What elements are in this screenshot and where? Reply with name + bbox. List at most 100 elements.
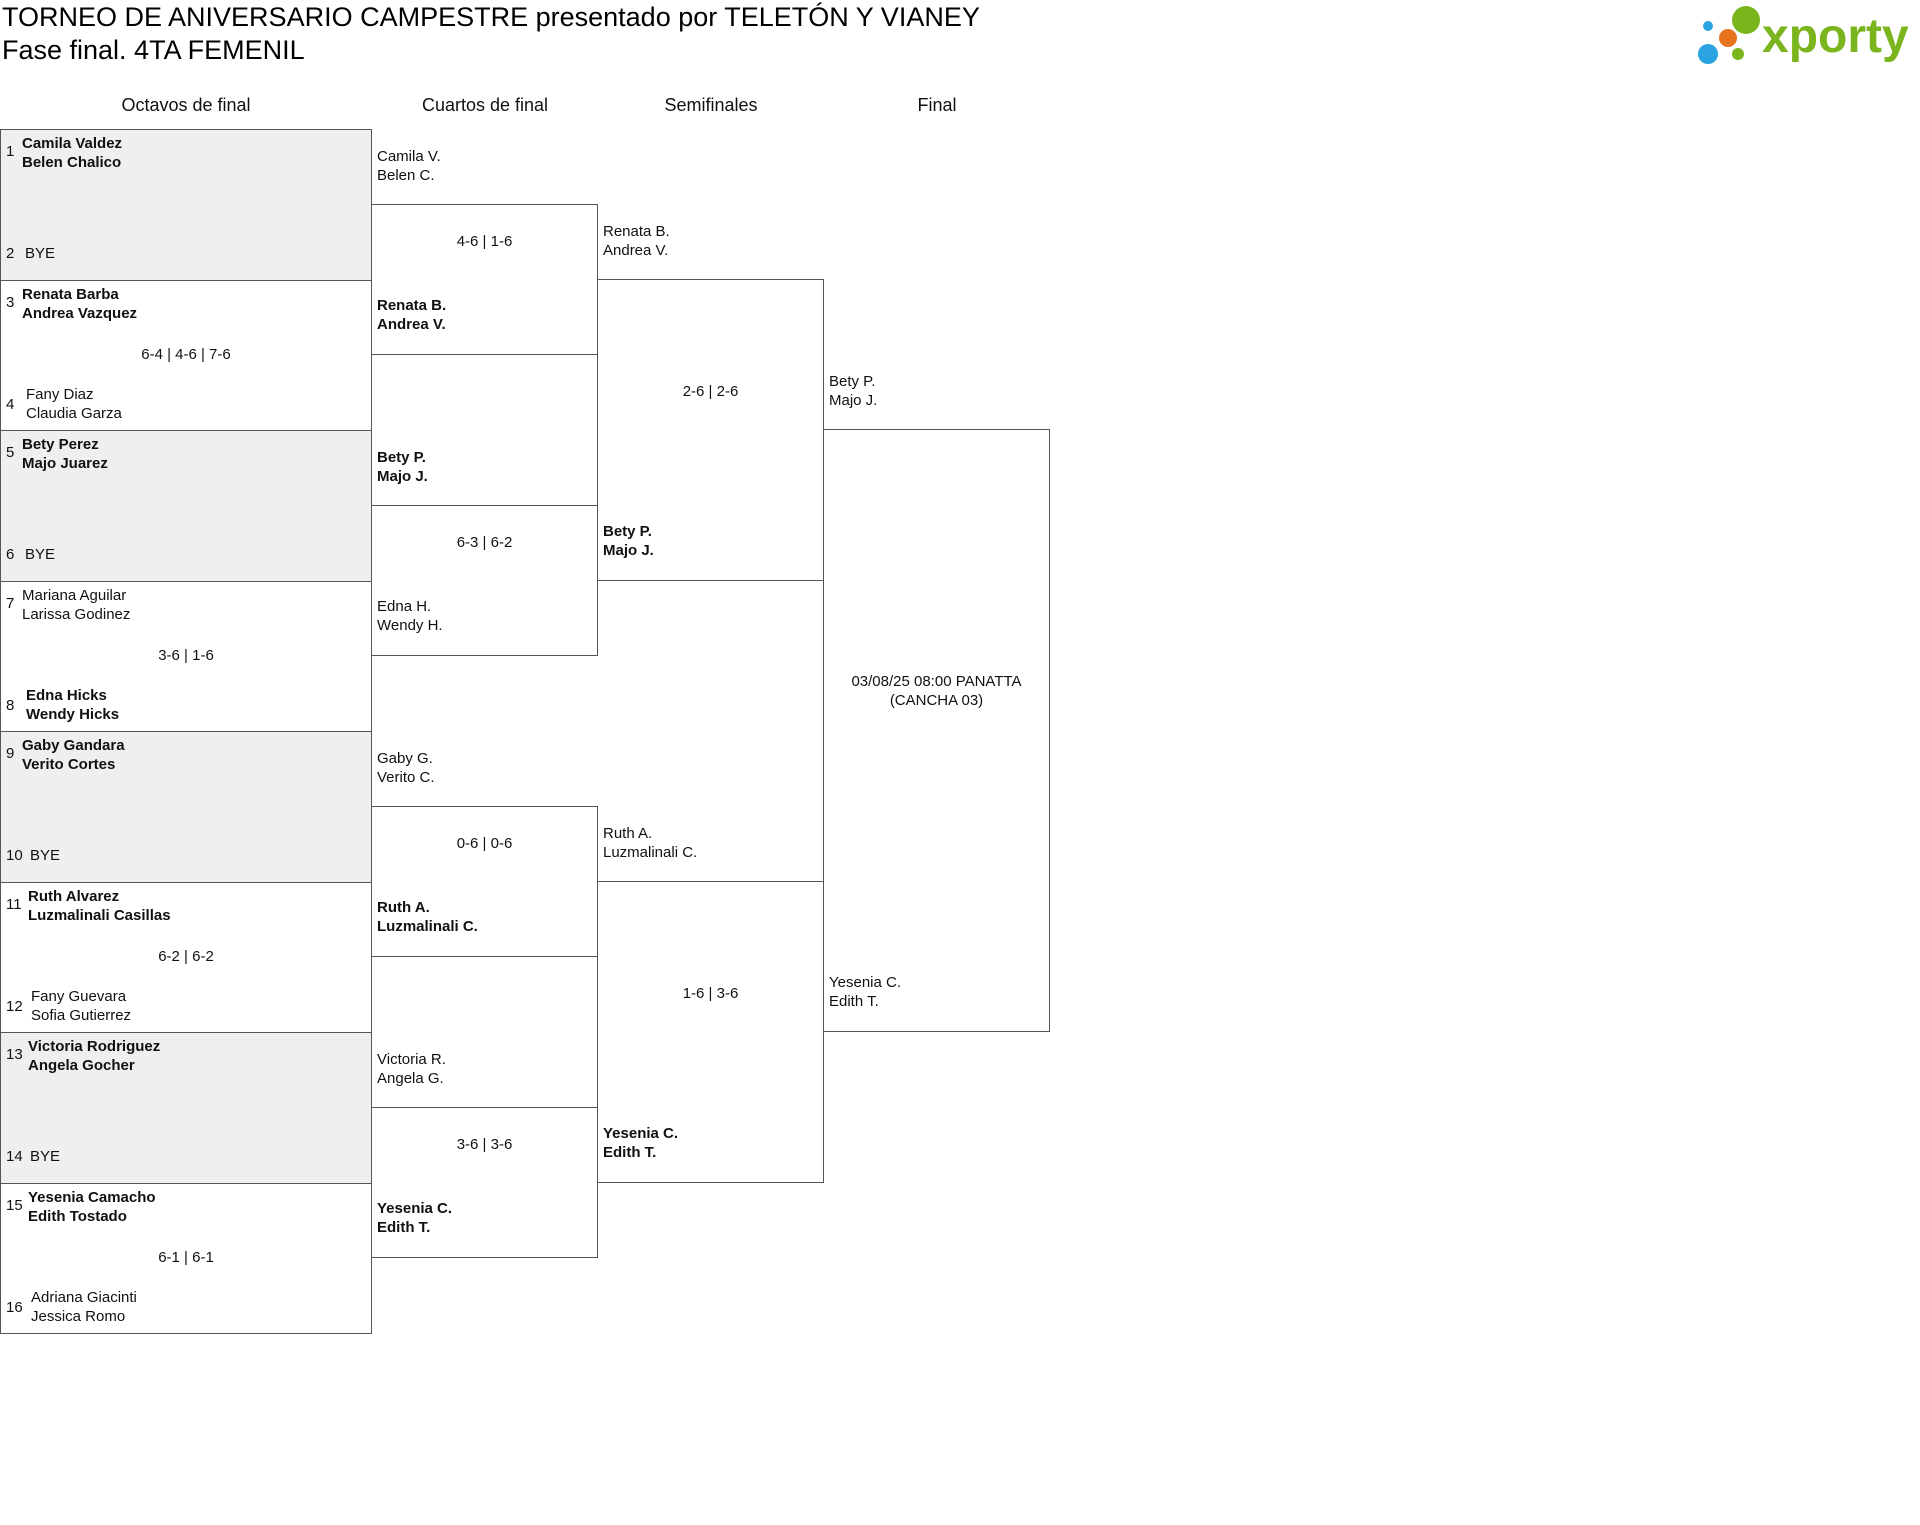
logo-dot-orange bbox=[1719, 29, 1737, 47]
octavos-team-a-player-1: Camila Valdez bbox=[22, 135, 123, 152]
octavos-team-a-player-2: Belen Chalico bbox=[22, 154, 122, 171]
seed-number: 4 bbox=[6, 395, 15, 413]
cuartos-team-b-player-1: Edna H. bbox=[377, 598, 432, 615]
match-score: 1-6 | 3-6 bbox=[682, 985, 739, 1002]
seed-number: 13 bbox=[6, 1046, 23, 1063]
final-match-box bbox=[823, 429, 1050, 1032]
semis-team-b: Bety P. Majo J. bbox=[603, 522, 654, 560]
logo-dot-blue-small bbox=[1703, 21, 1713, 31]
octavos-team-a-player-2: Majo Juarez bbox=[22, 455, 108, 472]
semis-team-a: Ruth A. Luzmalinali C. bbox=[603, 824, 697, 862]
octavos-match-box bbox=[0, 1182, 372, 1334]
match-score: 6-4 | 4-6 | 7-6 bbox=[141, 345, 231, 363]
cuartos-team-a: Bety P. Majo J. bbox=[377, 448, 428, 486]
semis-team-a-player-2: Andrea V. bbox=[603, 242, 669, 259]
phase-subtitle: Fase final. 4TA FEMENIL bbox=[2, 35, 305, 65]
octavos-team-a-player-2: Edith Tostado bbox=[28, 1207, 127, 1225]
semis-team-b-player-1: Bety P. bbox=[603, 523, 652, 540]
round-header-3: Semifinales bbox=[664, 95, 758, 115]
semis-team-a-player-1: Ruth A. bbox=[603, 825, 653, 842]
xporty-logo-mark: xporty bbox=[1698, 6, 1909, 64]
seed-number: 3 bbox=[6, 293, 15, 311]
semis-team-b-player-2: Majo J. bbox=[603, 542, 654, 559]
cuartos-team-b: Ruth A. Luzmalinali C. bbox=[377, 898, 478, 936]
octavos-match-box bbox=[0, 129, 372, 281]
octavos-team-a-player-2: Andrea Vazquez bbox=[22, 304, 138, 322]
cuartos-team-a: Victoria R.Angela G. bbox=[377, 1050, 446, 1088]
octavos-match-box bbox=[0, 731, 372, 883]
final-team-a-player-1: Bety P. bbox=[829, 373, 876, 390]
octavos-match-box bbox=[0, 881, 372, 1033]
octavos-team-a-player-2: Angela Gocher bbox=[28, 1057, 135, 1074]
octavos-team-a-player-1: Mariana Aguilar bbox=[22, 586, 127, 604]
match-score: 6-2 | 6-2 bbox=[158, 947, 214, 965]
match-score: 3-6 | 1-6 bbox=[158, 646, 214, 664]
cuartos-team-a-player-1: Gaby G. bbox=[377, 750, 433, 767]
round-header-2: Cuartos de final bbox=[421, 95, 549, 115]
octavos-team-a-player-2: Larissa Godinez bbox=[22, 605, 131, 623]
semis-team-b-player-2: Edith T. bbox=[603, 1144, 657, 1161]
semis-match-box bbox=[597, 881, 824, 1183]
semis-team-a-player-2: Luzmalinali C. bbox=[603, 844, 698, 861]
cuartos-team-b-player-1: Ruth A. bbox=[377, 899, 430, 916]
cuartos-team-b: Renata B.Andrea V. bbox=[377, 296, 446, 334]
match-score: 6-3 | 6-2 bbox=[456, 534, 513, 551]
octavos-team-b-player-1: Adriana Giacinti bbox=[31, 1288, 137, 1306]
octavos-team-b-player-1: BYE bbox=[25, 546, 56, 563]
octavos-match-box bbox=[0, 279, 372, 431]
cuartos-team-a-player-2: Majo J. bbox=[377, 468, 428, 485]
octavos-team-b-player-2: Wendy Hicks bbox=[26, 705, 120, 723]
cuartos-team-b-player-2: Wendy H. bbox=[377, 617, 443, 634]
logo-dot-green bbox=[1732, 6, 1760, 34]
cuartos-team-a-player-2: Belen C. bbox=[377, 167, 435, 184]
cuartos-team-a: Gaby G. Verito C. bbox=[377, 749, 435, 787]
octavos-team-a-player-1: Ruth Alvarez bbox=[28, 887, 120, 905]
semis-team-b: Yesenia C.Edith T. bbox=[603, 1124, 678, 1162]
cuartos-match-box bbox=[371, 204, 598, 355]
match-score: 6-1 | 6-1 bbox=[158, 1248, 214, 1266]
match-score: 3-6 | 3-6 bbox=[456, 1136, 513, 1153]
cuartos-team-b-player-1: Yesenia C. bbox=[377, 1200, 453, 1217]
octavos-team-a-player-1: Victoria Rodriguez bbox=[28, 1038, 161, 1055]
octavos-team-a-player-2: Luzmalinali Casillas bbox=[28, 906, 171, 924]
cuartos-team-b-player-2: Luzmalinali C. bbox=[377, 918, 478, 935]
seed-number: 11 bbox=[6, 895, 22, 913]
octavos-team-b: BYE bbox=[30, 1147, 60, 1166]
seed-number: 2 bbox=[6, 245, 15, 262]
octavos-team-b-player-2: Jessica Romo bbox=[31, 1307, 126, 1325]
final-schedule-line-1: 03/08/25 08:00 PANATTA bbox=[851, 673, 1022, 690]
match-score: 2-6 | 2-6 bbox=[682, 383, 739, 400]
seed-number: 8 bbox=[6, 696, 15, 714]
octavos-match-box bbox=[0, 1032, 372, 1184]
logo-text: xporty bbox=[1762, 10, 1909, 63]
cuartos-team-b-player-2: Andrea V. bbox=[377, 316, 446, 333]
octavos-team-b-player-1: BYE bbox=[25, 245, 56, 262]
xporty-logo: xporty bbox=[1696, 0, 1920, 72]
octavos-team-a-player-1: Gaby Gandara bbox=[22, 737, 125, 754]
octavos-team-b-player-1: BYE bbox=[30, 847, 61, 864]
seed-number: 14 bbox=[6, 1148, 23, 1165]
cuartos-team-a-player-2: Verito C. bbox=[377, 769, 435, 786]
seed-number: 10 bbox=[6, 847, 23, 864]
seed-number: 6 bbox=[6, 546, 15, 563]
octavos-team-a-player-1: Yesenia Camacho bbox=[28, 1188, 156, 1206]
cuartos-team-a-player-1: Bety P. bbox=[377, 449, 426, 466]
final-schedule-line-2: (CANCHA 03) bbox=[889, 692, 984, 709]
cuartos-match-box bbox=[371, 505, 598, 656]
round-header-4: Final bbox=[917, 95, 957, 115]
octavos-team-b: BYE bbox=[25, 244, 55, 263]
tournament-title: TORNEO DE ANIVERSARIO CAMPESTRE presenta… bbox=[2, 2, 980, 32]
octavos-team-a-player-1: Bety Perez bbox=[22, 436, 99, 453]
octavos-team-b-player-2: Sofia Gutierrez bbox=[31, 1006, 132, 1024]
seed-number: 16 bbox=[6, 1298, 23, 1316]
